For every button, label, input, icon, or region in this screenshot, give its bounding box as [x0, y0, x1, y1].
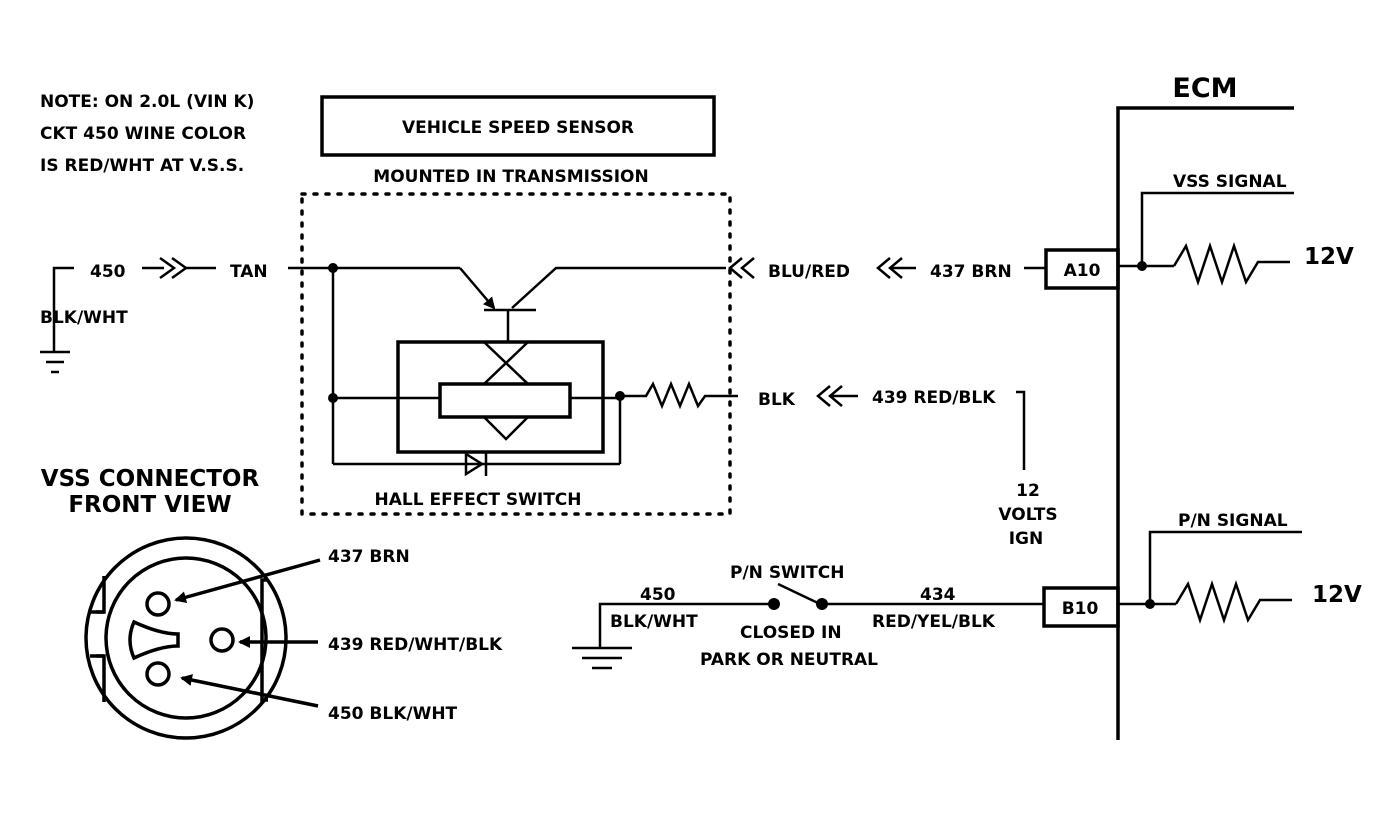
ign-wire	[1016, 390, 1026, 470]
ground-symbol-left	[40, 266, 74, 374]
note-line-2: CKT 450 WINE COLOR	[40, 124, 246, 144]
connector-chevron-439	[816, 385, 858, 407]
pin-437-label: 437 BRN	[328, 547, 410, 567]
wire-blk-wht-label: BLK/WHT	[40, 308, 128, 328]
pin-a10-label: A10	[1064, 261, 1101, 281]
pin-450-hole	[145, 661, 171, 687]
ign-label: IGN	[1009, 529, 1044, 549]
note-block: NOTE: ON 2.0L (VIN K) CKT 450 WINE COLOR…	[40, 92, 254, 176]
pn-pullup-resistor	[1174, 580, 1292, 624]
vss-signal-label: VSS SIGNAL	[1173, 172, 1287, 192]
sensor-mounted-label: MOUNTED IN TRANSMISSION	[373, 167, 648, 187]
wire-blu-red-label: BLU/RED	[768, 262, 850, 282]
wire-437-label: 437 BRN	[930, 262, 1012, 282]
ign-12-label: 12	[1016, 481, 1040, 501]
wire-450-label: 450	[90, 262, 126, 282]
pn-signal-label: P/N SIGNAL	[1178, 511, 1288, 531]
hall-effect-label: HALL EFFECT SWITCH	[374, 490, 581, 510]
pn-switch-label: P/N SWITCH	[730, 563, 844, 583]
connector-chevron-450	[142, 256, 216, 280]
pin-b10-label: B10	[1062, 599, 1099, 619]
ecm-block: ECM A10 VSS SIGNAL 12V B10 P/N SIGNAL 12…	[1042, 73, 1362, 740]
pin-a10-box	[1044, 248, 1120, 290]
pin-439-label: 439 RED/WHT/BLK	[328, 635, 503, 655]
wire-blk-label: BLK	[758, 390, 796, 410]
pin-439-hole	[209, 627, 235, 653]
wire-tan-label: TAN	[230, 262, 268, 282]
connector-title-2: FRONT VIEW	[68, 492, 231, 518]
pin-437-hole	[145, 591, 171, 617]
ign-volts-label: VOLTS	[998, 505, 1057, 525]
pin-b10-box	[1042, 586, 1120, 628]
sensor-title: VEHICLE SPEED SENSOR	[402, 118, 634, 138]
pn-wire-blk-wht-label: BLK/WHT	[610, 612, 698, 632]
pin-450-label: 450 BLK/WHT	[328, 704, 458, 724]
note-line-1: NOTE: ON 2.0L (VIN K)	[40, 92, 254, 112]
connector-chevron-blu-red	[728, 257, 755, 279]
wire-439-label: 439 RED/BLK	[872, 388, 996, 408]
vss-12v-label: 12V	[1304, 244, 1354, 270]
connector-chevron-437	[876, 257, 916, 279]
sensor-internal-circuit	[288, 263, 738, 477]
wire-red-yel-blk-label: RED/YEL/BLK	[872, 612, 996, 632]
pin-450-arrow	[180, 674, 319, 708]
connector-title-1: VSS CONNECTOR	[41, 466, 260, 492]
pn-12v-label: 12V	[1312, 582, 1362, 608]
pn-switch-circuit	[572, 582, 1044, 670]
pin-437-arrow	[174, 558, 321, 604]
pn-wire-450-label: 450	[640, 585, 676, 605]
ecm-title: ECM	[1172, 73, 1237, 104]
park-neutral-label: PARK OR NEUTRAL	[700, 650, 878, 670]
note-line-3: IS RED/WHT AT V.S.S.	[40, 156, 244, 176]
vss-pullup-resistor	[1172, 242, 1290, 286]
sensor-enclosure	[300, 192, 732, 516]
sensor-title-box	[320, 95, 716, 157]
vss-connector-front-view	[84, 536, 288, 740]
wire-434-label: 434	[920, 585, 956, 605]
closed-in-label: CLOSED IN	[740, 623, 842, 643]
